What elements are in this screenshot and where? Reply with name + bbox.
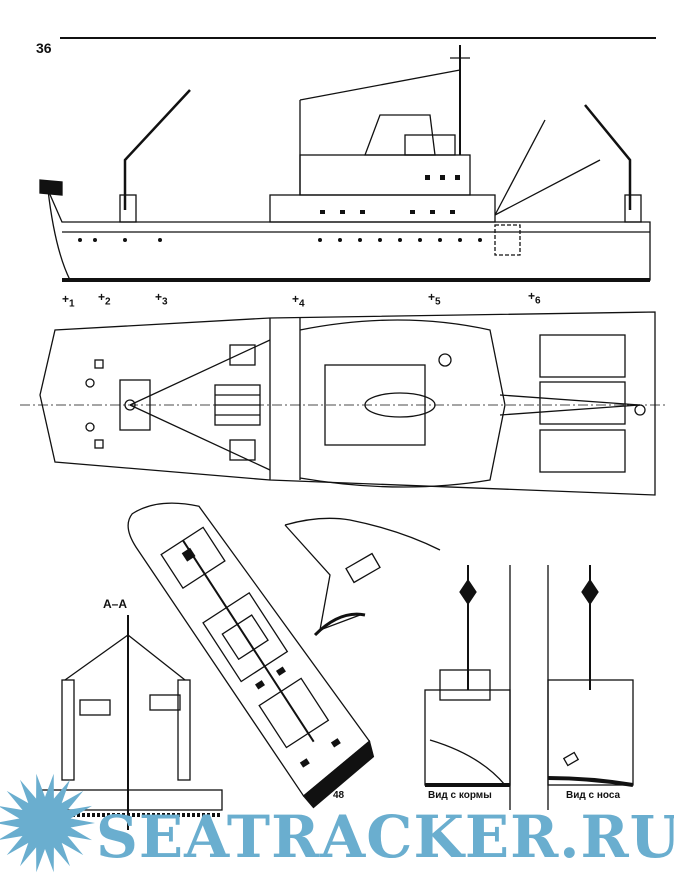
watermark-star-icon bbox=[0, 773, 95, 873]
perspective-view bbox=[127, 502, 375, 809]
section-label: А–А bbox=[103, 597, 128, 611]
section-a-a bbox=[41, 615, 223, 830]
view-bow-label: Вид с носа bbox=[566, 790, 621, 801]
marker-3: +3 bbox=[155, 290, 168, 308]
plan-view bbox=[20, 311, 665, 496]
marker-6: +6 bbox=[528, 289, 541, 307]
marker-5: +5 bbox=[428, 290, 441, 308]
detail-sketch bbox=[284, 517, 441, 637]
marker-1: +1 bbox=[62, 292, 75, 310]
marker-4: +4 bbox=[292, 292, 305, 310]
bow-view bbox=[547, 565, 634, 810]
stern-view bbox=[424, 565, 511, 810]
profile-view bbox=[39, 45, 651, 282]
view-stern-label: Вид с кормы bbox=[428, 790, 492, 801]
watermark-text: SEATRACKER.RU bbox=[96, 803, 674, 871]
marker-2: +2 bbox=[98, 290, 111, 308]
page-number: 36 bbox=[36, 40, 52, 56]
bottom-page-number: 48 bbox=[333, 790, 345, 801]
